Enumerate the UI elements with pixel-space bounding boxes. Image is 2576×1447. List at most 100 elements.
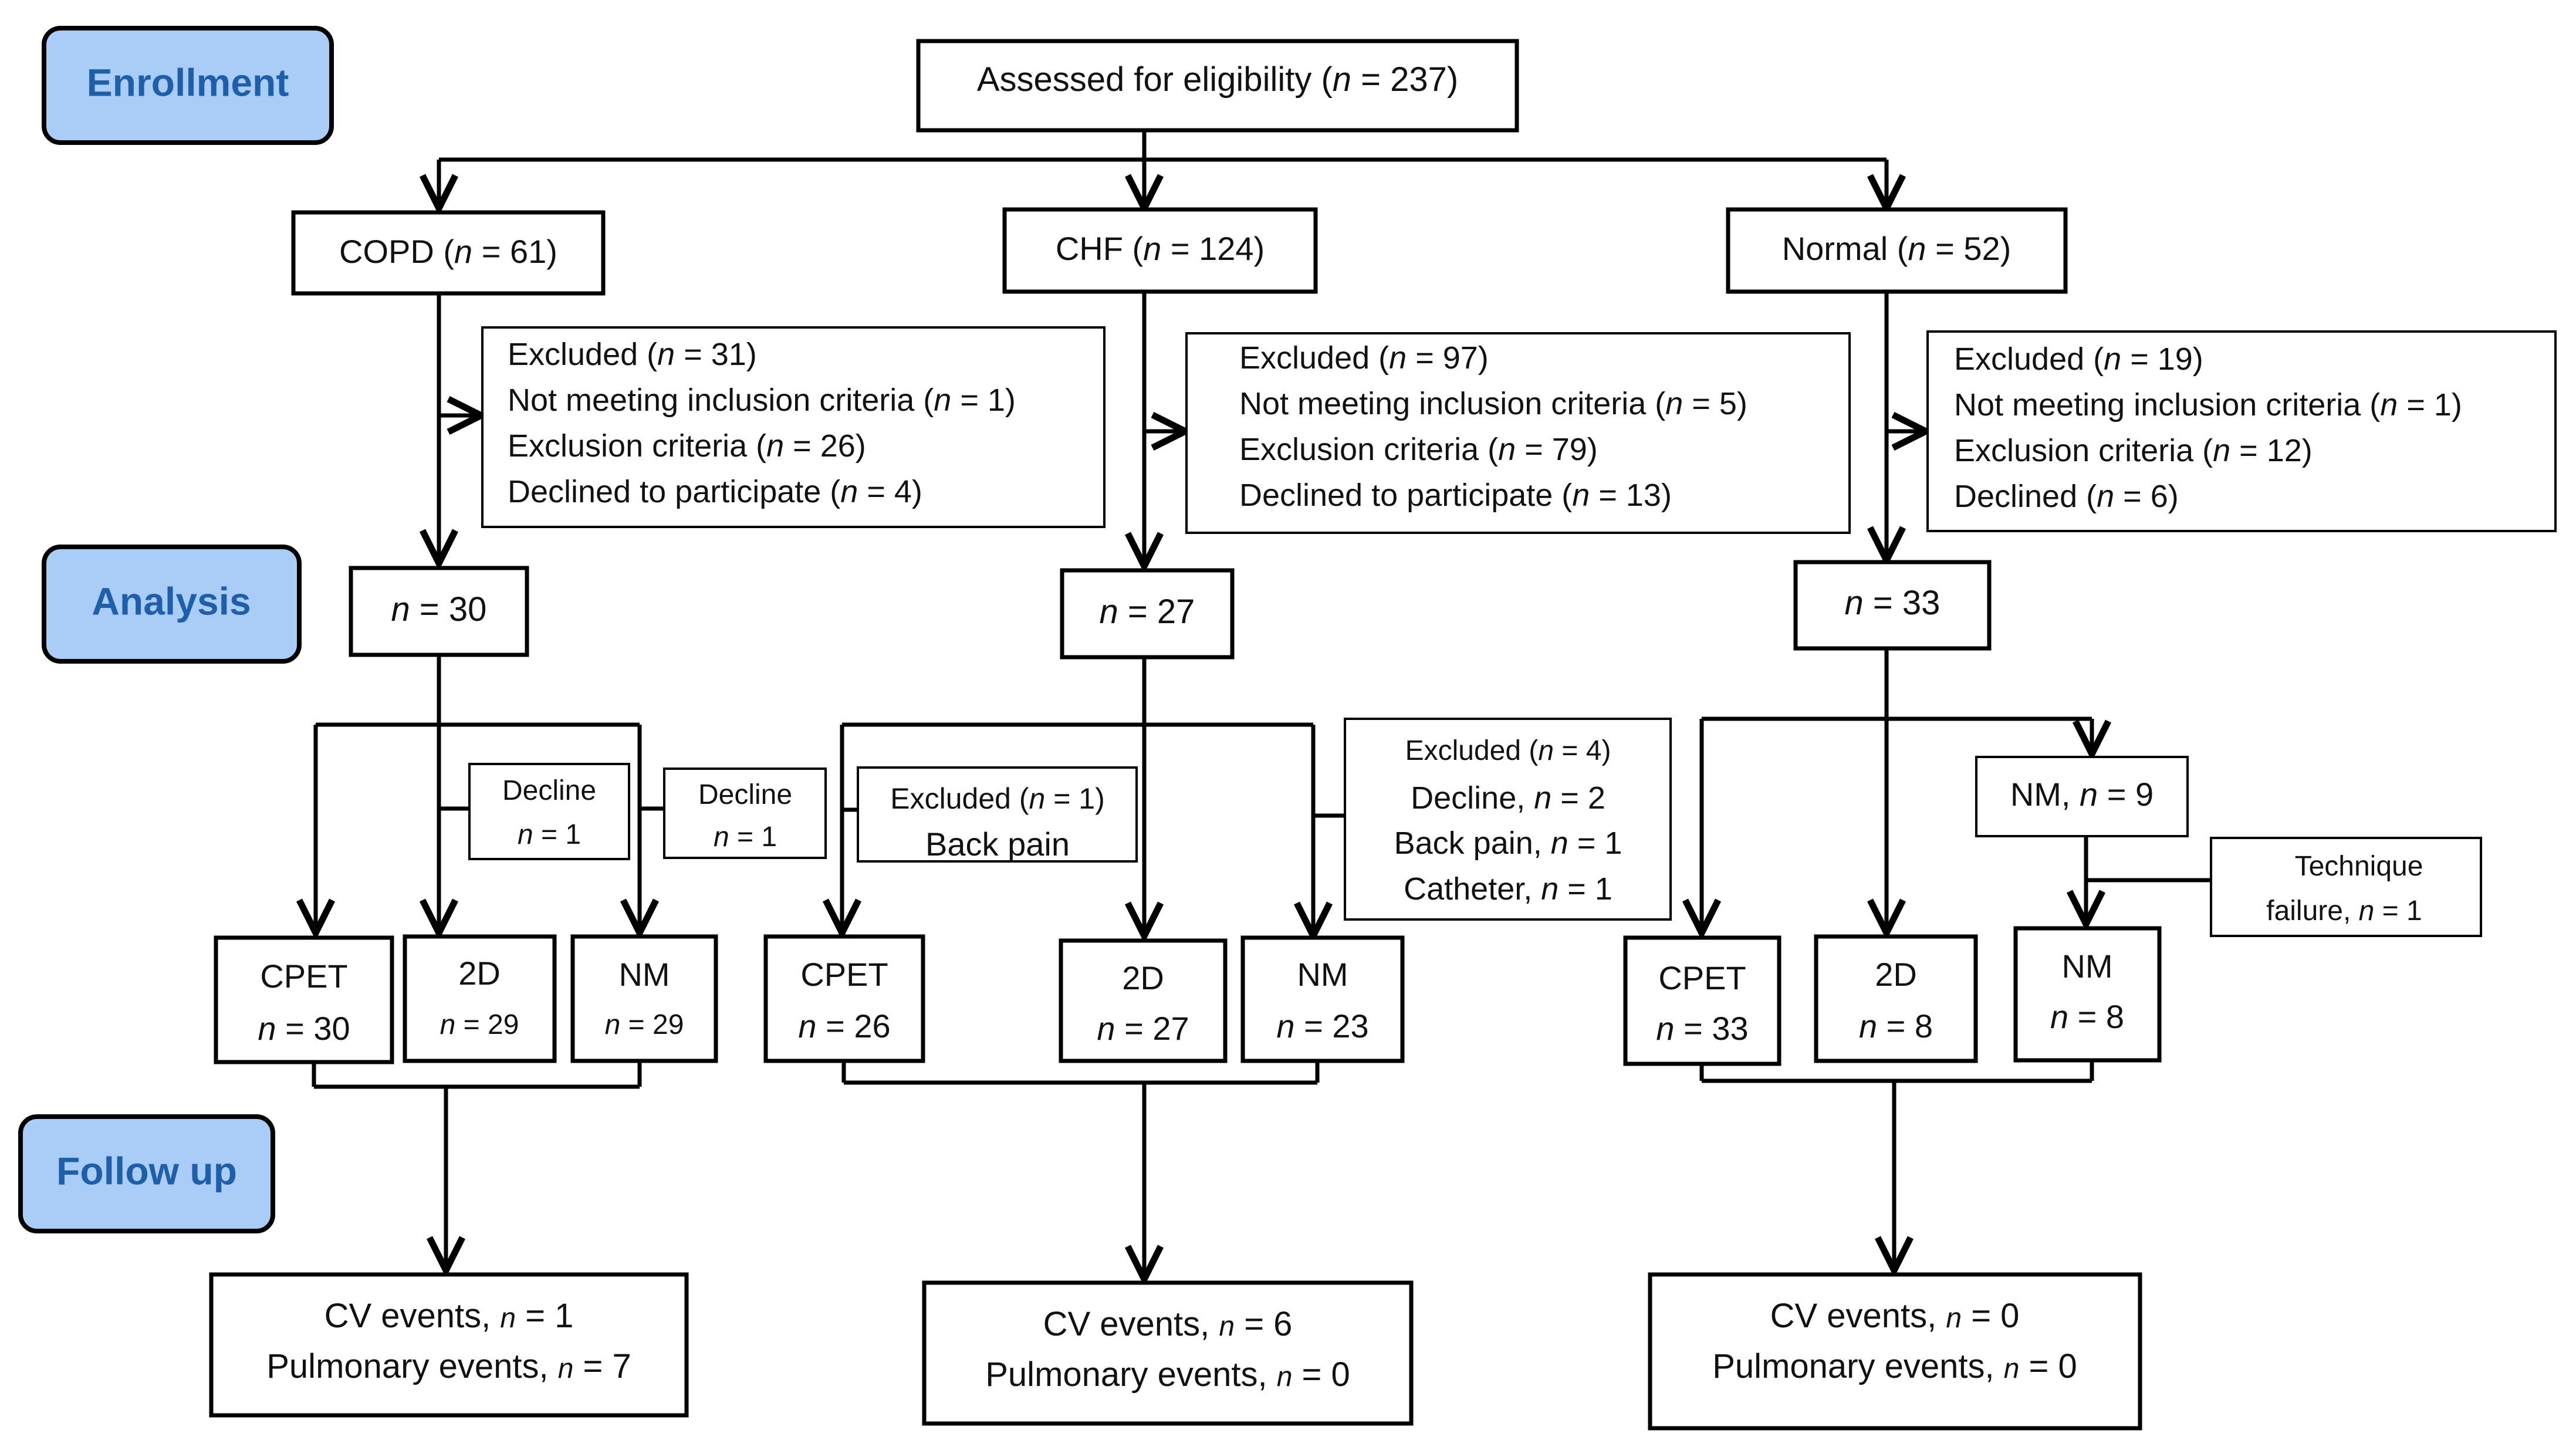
normal-2d-box: 2D n = 8 [1814, 934, 1978, 1063]
chf-analysis-frame [1060, 568, 1235, 660]
connectors [314, 130, 2211, 1279]
copd-2d-label: 2D [458, 955, 501, 992]
normal-nm-n: n = 8 [2050, 998, 2124, 1035]
chf-label: CHF (n = 124) [1056, 230, 1265, 267]
copd-decline-b-line-2: n = 1 [714, 821, 777, 853]
chf-cpet-frame [763, 934, 925, 1063]
normal-excluded-line-4: Declined (n = 6) [1954, 479, 2179, 514]
copd-follow-box: CV events, n = 1 Pulmonary events, n = 7 [209, 1272, 689, 1418]
stage-enrollment-box [42, 26, 334, 145]
chf-follow-frame [922, 1280, 1414, 1426]
chf-nm-label: NM [1297, 956, 1348, 993]
normal-excluded-box: Excluded (n = 19) Not meeting inclusion … [1926, 330, 2557, 532]
normal-follow-box: CV events, n = 0 Pulmonary events, n = 0 [1648, 1272, 2142, 1431]
stage-follow-up: Follow up [18, 1114, 275, 1233]
chf-excluded-line-4: Declined to participate (n = 13) [1239, 478, 1672, 513]
copd-frame [291, 210, 606, 296]
normal-analysis-frame [1793, 560, 1992, 651]
copd-decline-a-line-2: n = 1 [518, 819, 581, 850]
normal-nm-frame [2013, 926, 2162, 1063]
copd-cpet-n: n = 30 [258, 1010, 350, 1047]
copd-excluded-line-2: Not meeting inclusion criteria (n = 1) [508, 383, 1016, 418]
chf-cpet-n: n = 26 [798, 1008, 890, 1044]
copd-decline-b-line-1: Decline [698, 779, 792, 810]
normal-nm-box: NM n = 8 [2013, 926, 2162, 1063]
copd-decline-b-frame [663, 768, 827, 859]
stage-analysis-label: Analysis [92, 579, 251, 623]
normal-label: Normal (n = 52) [1782, 230, 2012, 267]
chf-cpet-box: CPET n = 26 [763, 934, 925, 1063]
normal-group-box: Normal (n = 52) [1726, 207, 2068, 294]
chf-excluded-line-1: Excluded (n = 97) [1239, 340, 1489, 376]
assessed-box: Assessed for eligibility (n = 237) [916, 39, 1519, 133]
chf-excluded-frame [1185, 332, 1851, 534]
normal-excluded-line-1: Excluded (n = 19) [1954, 342, 2203, 377]
normal-technique-line-2: failure, n = 1 [2266, 895, 2422, 927]
normal-cpet-frame [1623, 935, 1781, 1066]
copd-cpet-label: CPET [260, 958, 347, 995]
chf-nm-n: n = 23 [1276, 1008, 1368, 1044]
chf-excluded-small-line-2: Back pain [925, 826, 1070, 863]
normal-excluded-frame [1926, 330, 2557, 532]
normal-excluded-line-2: Not meeting inclusion criteria (n = 1) [1954, 387, 2462, 422]
normal-technique-box: Technique failure, n = 1 [2210, 837, 2482, 937]
copd-group-box: COPD (n = 61) [291, 210, 606, 296]
chf-analysis-box: n = 27 [1060, 568, 1235, 660]
normal-follow-pulmonary: Pulmonary events, n = 0 [1712, 1347, 2077, 1385]
chf-excluded-small-box: Excluded (n = 1) Back pain [857, 766, 1138, 863]
chf-excluded-nm-line-1: Excluded (n = 4) [1405, 735, 1611, 766]
normal-technique-frame [2210, 837, 2482, 937]
copd-nm-box: NM n = 29 [570, 934, 718, 1063]
normal-technique-line-1: Technique [2295, 851, 2423, 882]
chf-follow-pulmonary: Pulmonary events, n = 0 [985, 1355, 1350, 1394]
normal-follow-frame [1648, 1272, 2142, 1431]
chf-excluded-nm-line-2: Decline, n = 2 [1411, 780, 1605, 816]
copd-cpet-box: CPET n = 30 [214, 935, 394, 1064]
assessed-text: Assessed for eligibility (n = 237) [977, 60, 1458, 99]
copd-2d-n: n = 29 [440, 1009, 519, 1040]
copd-excluded-line-1: Excluded (n = 31) [508, 337, 757, 372]
copd-decline-b-box: Decline n = 1 [663, 768, 827, 859]
chf-excluded-line-3: Exclusion criteria (n = 79) [1239, 432, 1598, 467]
normal-nm-pre-box: NM, n = 9 [1975, 756, 2189, 837]
copd-2d-box: 2D n = 29 [403, 934, 557, 1063]
copd-decline-a-frame [468, 763, 630, 860]
copd-nm-n: n = 29 [605, 1009, 684, 1040]
chf-excluded-small-frame [857, 766, 1138, 863]
chf-analysis-n: n = 27 [1100, 593, 1195, 631]
normal-cpet-n: n = 33 [1656, 1010, 1748, 1047]
stage-analysis: Analysis [42, 545, 302, 664]
copd-follow-cv: CV events, n = 1 [324, 1297, 574, 1335]
copd-analysis-frame [349, 566, 529, 657]
copd-nm-label: NM [618, 956, 670, 993]
chf-excluded-nm-box: Excluded (n = 4) Decline, n = 2 Back pai… [1344, 718, 1672, 921]
copd-analysis-box: n = 30 [349, 566, 529, 657]
normal-nm-pre-text: NM, n = 9 [2010, 776, 2154, 813]
chf-follow-box: CV events, n = 6 Pulmonary events, n = 0 [922, 1280, 1414, 1426]
normal-2d-frame [1814, 934, 1978, 1063]
chf-cpet-label: CPET [800, 956, 888, 993]
chf-nm-frame [1240, 935, 1405, 1063]
chf-excluded-nm-frame [1344, 718, 1672, 921]
normal-analysis-box: n = 33 [1793, 560, 1992, 651]
normal-2d-label: 2D [1875, 956, 1917, 993]
chf-2d-label: 2D [1122, 959, 1164, 996]
normal-nm-pre-frame [1975, 756, 2189, 837]
normal-follow-cv: CV events, n = 0 [1770, 1297, 2020, 1335]
chf-2d-n: n = 27 [1097, 1010, 1189, 1047]
normal-2d-n: n = 8 [1859, 1008, 1933, 1044]
stage-follow-up-label: Follow up [56, 1149, 237, 1192]
chf-2d-frame [1059, 938, 1228, 1063]
normal-frame [1726, 207, 2068, 294]
chf-follow-cv: CV events, n = 6 [1043, 1305, 1293, 1343]
copd-label: COPD (n = 61) [339, 233, 557, 270]
chf-excluded-nm-line-3: Back pain, n = 1 [1394, 826, 1622, 861]
copd-nm-frame [570, 934, 718, 1063]
copd-excluded-line-4: Declined to participate (n = 4) [508, 474, 922, 509]
stage-follow-up-box [18, 1114, 275, 1233]
copd-cpet-frame [214, 935, 394, 1064]
assessed-frame [916, 39, 1519, 133]
normal-nm-label: NM [2061, 948, 2112, 985]
chf-excluded-nm-line-4: Catheter, n = 1 [1404, 871, 1612, 907]
chf-nm-box: NM n = 23 [1240, 935, 1405, 1063]
